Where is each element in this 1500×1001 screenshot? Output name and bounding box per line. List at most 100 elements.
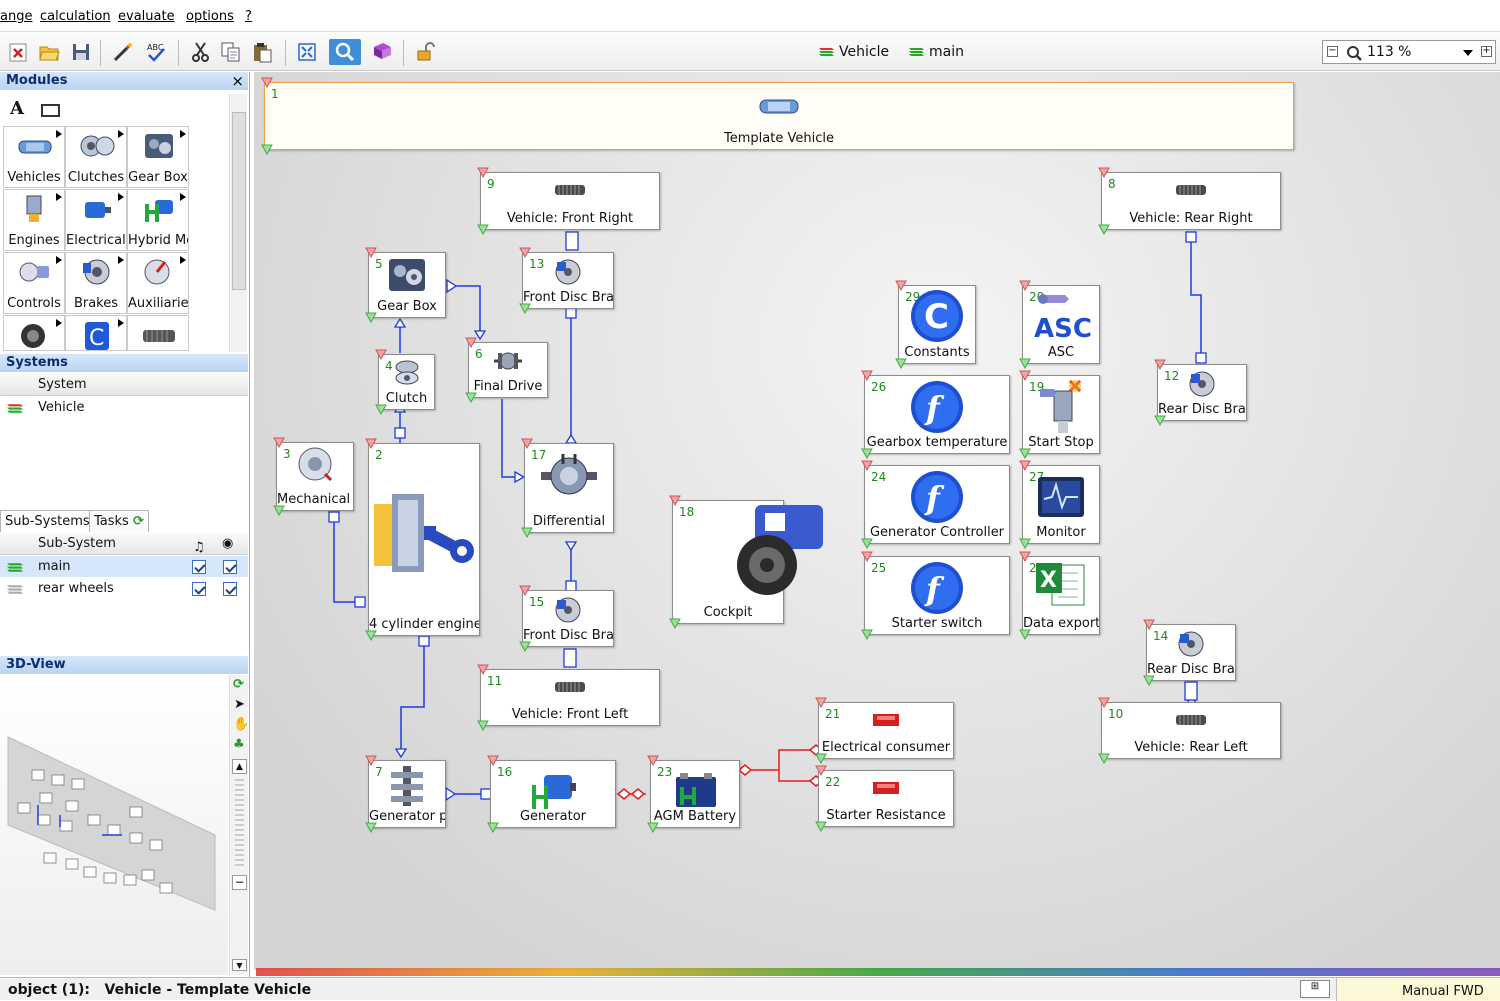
input-port-icon[interactable]: [261, 77, 273, 89]
subsystem-row-main[interactable]: main: [0, 556, 248, 577]
expand-arrow-icon[interactable]: [180, 130, 186, 138]
diagram-node-data-export[interactable]: 28XData export: [1019, 551, 1100, 641]
output-port-icon[interactable]: [465, 391, 477, 404]
close-icon[interactable]: [7, 41, 29, 63]
zoom-slider[interactable]: [235, 779, 244, 869]
output-port-icon[interactable]: [1154, 414, 1166, 427]
3d-view-canvas[interactable]: [0, 675, 228, 975]
mode-icon[interactable]: ⊞: [1300, 980, 1330, 998]
input-port-icon[interactable]: [1143, 619, 1155, 631]
output-port-icon[interactable]: [1098, 752, 1110, 765]
subsystem-row-rear-wheels[interactable]: rear wheels: [0, 578, 248, 599]
module-tyres[interactable]: [127, 315, 189, 351]
output-port-icon[interactable]: [261, 143, 273, 156]
save-icon[interactable]: [70, 41, 92, 63]
expand-arrow-icon[interactable]: [56, 130, 62, 138]
menu-help[interactable]: ?: [245, 9, 252, 24]
output-port-icon[interactable]: [477, 719, 489, 732]
expand-arrow-icon[interactable]: [56, 256, 62, 264]
output-port-icon[interactable]: [1019, 628, 1031, 641]
output-port-icon[interactable]: [521, 526, 533, 539]
module-electrical-machines[interactable]: Electrical M: [65, 189, 127, 251]
input-port-icon[interactable]: [861, 370, 873, 382]
input-port-icon[interactable]: [365, 247, 377, 259]
input-port-icon[interactable]: [519, 585, 531, 597]
output-port-icon[interactable]: [815, 752, 827, 765]
input-port-icon[interactable]: [365, 755, 377, 767]
output-port-icon[interactable]: [669, 617, 681, 630]
expand-arrow-icon[interactable]: [56, 319, 62, 327]
input-port-icon[interactable]: [273, 437, 285, 449]
expand-arrow-icon[interactable]: [118, 256, 124, 264]
menu-options[interactable]: options: [186, 9, 234, 24]
menu-change[interactable]: ange: [0, 9, 33, 24]
output-port-icon[interactable]: [477, 223, 489, 236]
subsystem-column-header[interactable]: Sub-System ♫ ◉: [0, 533, 248, 555]
system-row[interactable]: Vehicle: [0, 397, 248, 418]
output-port-icon[interactable]: [273, 504, 285, 517]
input-port-icon[interactable]: [487, 755, 499, 767]
input-port-icon[interactable]: [669, 495, 681, 507]
expand-arrow-icon[interactable]: [180, 193, 186, 201]
tab-sub-systems[interactable]: Sub-Systems: [0, 510, 95, 532]
output-port-icon[interactable]: [375, 403, 387, 416]
module-clutches[interactable]: Clutches: [65, 126, 127, 188]
edit-wand-icon[interactable]: [112, 41, 134, 63]
module-cockpit[interactable]: [3, 315, 65, 351]
output-port-icon[interactable]: [647, 821, 659, 834]
expand-arrow-icon[interactable]: [118, 130, 124, 138]
input-port-icon[interactable]: [861, 460, 873, 472]
expand-arrow-icon[interactable]: [118, 319, 124, 327]
module-hybrid-modules[interactable]: Hybrid Mo: [127, 189, 189, 251]
menu-evaluate[interactable]: evaluate: [118, 9, 175, 24]
output-port-icon[interactable]: [1019, 357, 1031, 370]
output-port-icon[interactable]: [861, 628, 873, 641]
input-port-icon[interactable]: [861, 551, 873, 563]
input-port-icon[interactable]: [815, 765, 827, 777]
close-panel-icon[interactable]: ×: [231, 72, 244, 90]
input-port-icon[interactable]: [815, 697, 827, 709]
book-icon[interactable]: [371, 41, 393, 63]
input-port-icon[interactable]: [477, 167, 489, 179]
expand-arrow-icon[interactable]: [180, 256, 186, 264]
paste-icon[interactable]: [251, 41, 273, 63]
pointer-icon[interactable]: ➤: [234, 697, 245, 712]
horizontal-scrollbar[interactable]: [256, 968, 1500, 976]
chevron-down-icon[interactable]: [1463, 50, 1473, 56]
output-port-icon[interactable]: [1019, 537, 1031, 550]
module-controls[interactable]: Controls: [3, 252, 65, 314]
input-port-icon[interactable]: [1019, 551, 1031, 563]
module-brakes[interactable]: Brakes: [65, 252, 127, 314]
input-port-icon[interactable]: [477, 664, 489, 676]
rectangle-tool[interactable]: [41, 104, 60, 117]
walk-icon[interactable]: ♣: [233, 737, 245, 752]
module-vehicles[interactable]: Vehicles: [3, 126, 65, 188]
input-port-icon[interactable]: [1098, 167, 1110, 179]
cut-icon[interactable]: [190, 41, 212, 63]
text-tool[interactable]: A: [10, 98, 24, 119]
input-port-icon[interactable]: [521, 438, 533, 450]
